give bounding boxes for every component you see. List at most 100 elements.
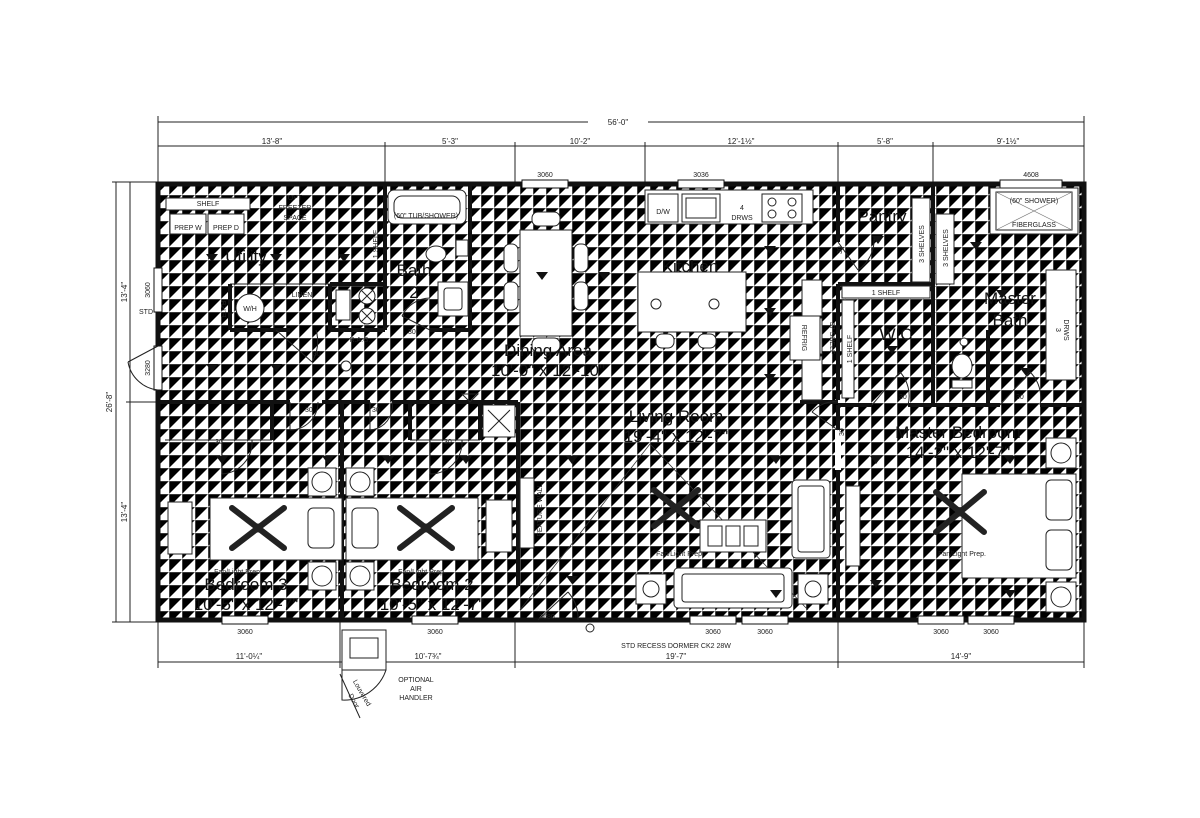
door-size-bath2: 30 — [408, 329, 416, 336]
dining-fixtures — [340, 211, 589, 403]
bedroom3-fixtures: Fan/Light Prep. — [167, 467, 343, 591]
dim-top-3: 10'-2" — [570, 137, 591, 146]
room-label-living-size: 19'-4" x 12'-7" — [624, 427, 729, 446]
window-label-living-1: 3060 — [705, 629, 721, 636]
dishwasher-label: D/W — [656, 209, 670, 216]
dim-bottom-4: 14'-9" — [951, 652, 972, 661]
rag-label: R.A.G. — [349, 337, 370, 344]
window-label-master-bath: 4608 — [1023, 172, 1039, 179]
room-label-dining-size: 10'-0" x 12'-10" — [491, 361, 605, 380]
door-size-wic: 30 — [899, 394, 907, 401]
air-handler-label-3: HANDLER — [399, 695, 432, 702]
room-label-bed2-size: 10'-5" x 12'-7" — [380, 595, 485, 614]
drawers-3-num: 3 — [1054, 328, 1061, 332]
room-label-bed3-size: 10'-5" x 12'-7" — [194, 595, 299, 614]
room-label-master-bath-line2: Bath — [993, 311, 1028, 330]
room-label-master-bath-line1: Master — [984, 289, 1036, 308]
door-size-bed2: 30 — [372, 407, 380, 414]
dim-top-6: 9'-1½" — [997, 137, 1020, 146]
refrig-label: REFRIG — [800, 325, 807, 351]
window-label-bed3: 3060 — [237, 629, 253, 636]
std-label: STD — [139, 309, 153, 316]
bath-shelves-label: 3 SHELVES — [943, 229, 950, 267]
window-label-utility: 3060 — [145, 282, 152, 298]
dim-overall-width: 26'-8" — [105, 392, 114, 413]
window-label-kitchen: 3036 — [693, 172, 709, 179]
window-label-living-door: 3680 — [539, 614, 555, 621]
living-fixtures: FEATURE WALL Fan/Light Prep. STD RECESS … — [519, 443, 831, 650]
door-size-pantry: 30 — [837, 246, 844, 254]
room-label-pantry: Pantry — [857, 207, 907, 226]
window-label-living-2: 3060 — [757, 629, 773, 636]
fan-light-bed3: Fan/Light Prep. — [214, 569, 262, 576]
door-size-bed3-closet: 30 — [215, 439, 223, 446]
window-label-dining: 3060 — [537, 172, 553, 179]
window-label-entry: 3280 — [145, 360, 152, 376]
dim-left-2: 13'-4" — [120, 502, 129, 523]
epb-label: E.P.B. — [221, 298, 228, 317]
door-swings: 30 30 30 30 30 30 30 30 30 30 — [215, 237, 1042, 621]
room-label-master-bed-size: 14'-2" x 12'-7" — [906, 443, 1011, 462]
fiberglass-label: FIBERGLASS — [1012, 222, 1056, 229]
room-label-wic: WIC — [879, 325, 912, 344]
window-label-master-1: 3060 — [933, 629, 949, 636]
exterior-walls — [127, 179, 1087, 625]
door-size-bed2-closet: 30 — [444, 439, 452, 446]
bedroom2-fixtures: Fan/Light Prep. — [345, 467, 513, 591]
window-label-master-2: 3060 — [983, 629, 999, 636]
window-label-bed2: 3060 — [427, 629, 443, 636]
dormer-label: STD RECESS DORMER CK2 28W — [621, 643, 731, 650]
shelf-label: SHELF — [197, 201, 220, 208]
room-label-utility: Utility — [225, 247, 267, 266]
feature-wall-label: FEATURE WALL — [537, 483, 544, 536]
dim-bottom-1: 11'-0¼" — [236, 652, 263, 661]
louvered-label-2: Door — [346, 693, 360, 710]
dim-top-1: 13'-8" — [262, 137, 283, 146]
master-bath-fixtures: (60" SHOWER) FIBERGLASS DRWS 3 — [951, 187, 1079, 389]
water-heater-label: W/H — [243, 306, 257, 313]
room-labels: Utility Bath 2 Dining Area 10'-0" x 12'-… — [194, 207, 1037, 614]
wic-side-shelf-label: 1 SHELF — [847, 335, 854, 363]
door-size-wh: 30 — [313, 351, 321, 358]
dimension-lines: 56'-0" 13'-8" 5'-3" 10'-2" 12'-1½" 5'-8"… — [105, 116, 1085, 668]
door-size-bed3: 30 — [305, 407, 313, 414]
utility-one-shelf: 1 SHELF — [373, 230, 380, 258]
room-label-bed2-name: Bedroom 2 — [390, 575, 473, 594]
room-label-kitchen: Kitchen — [662, 257, 719, 276]
drawers-3-label: DRWS — [1062, 319, 1069, 341]
fan-light-living: Fan/Light Prep. — [656, 551, 704, 558]
opt-freezer-2: FREEZER — [279, 205, 312, 212]
air-handler-label-1: OPTIONAL — [398, 677, 434, 684]
air-handler-label-2: AIR — [410, 686, 422, 693]
master-bedroom-fixtures: Fan/Light Prep. — [845, 437, 1077, 613]
room-label-bed3-name: Bedroom 3 — [204, 575, 287, 594]
dim-top-5: 5'-8" — [877, 137, 893, 146]
dim-left-1: 13'-4" — [120, 282, 129, 303]
door-size-master: 30 — [839, 428, 846, 436]
door-size-master-bath: 30 — [1016, 394, 1024, 401]
room-label-living-name: Living Room — [629, 407, 724, 426]
optional-air-handler: Louvered Door OPTIONAL AIR HANDLER — [339, 629, 434, 719]
fan-light-master: Fan/Light Prep. — [938, 551, 986, 558]
prep-washer-label: PREP W — [174, 225, 202, 232]
fan-light-bed2: Fan/Light Prep. — [398, 569, 446, 576]
interior-walls — [158, 184, 1084, 620]
wic-shelf-label: 1 SHELF — [872, 290, 900, 297]
window-labels: 3060 3036 4608 3060 3060 3680 3060 3060 … — [139, 172, 1039, 636]
shelf-37-label: 37 SHELF — [828, 322, 835, 354]
drawers-4-num: 4 — [740, 205, 744, 212]
dim-bottom-2: 10'-7¾" — [414, 652, 441, 661]
drawers-4-label: DRWS — [731, 215, 753, 222]
shower-60-label: (60" SHOWER) — [1010, 198, 1058, 205]
room-label-bath2-line1: Bath — [397, 261, 432, 280]
dim-bottom-3: 19'-7" — [666, 652, 687, 661]
pantry-wic-fixtures: 3 SHELVES 3 SHELVES 1 SHELF 1 SHELF — [841, 197, 955, 399]
dim-top-4: 12'-1½" — [727, 137, 754, 146]
room-label-dining-name: Dining Area — [504, 341, 592, 360]
tub-label: (60" TUB/SHOWER) — [394, 213, 458, 220]
prep-dryer-label: PREP D — [213, 225, 239, 232]
opt-freezer-3: SPACE — [283, 215, 307, 222]
linen-label: LINEN — [292, 292, 313, 299]
room-label-master-bed-name: Master Bedroom — [895, 423, 1021, 442]
